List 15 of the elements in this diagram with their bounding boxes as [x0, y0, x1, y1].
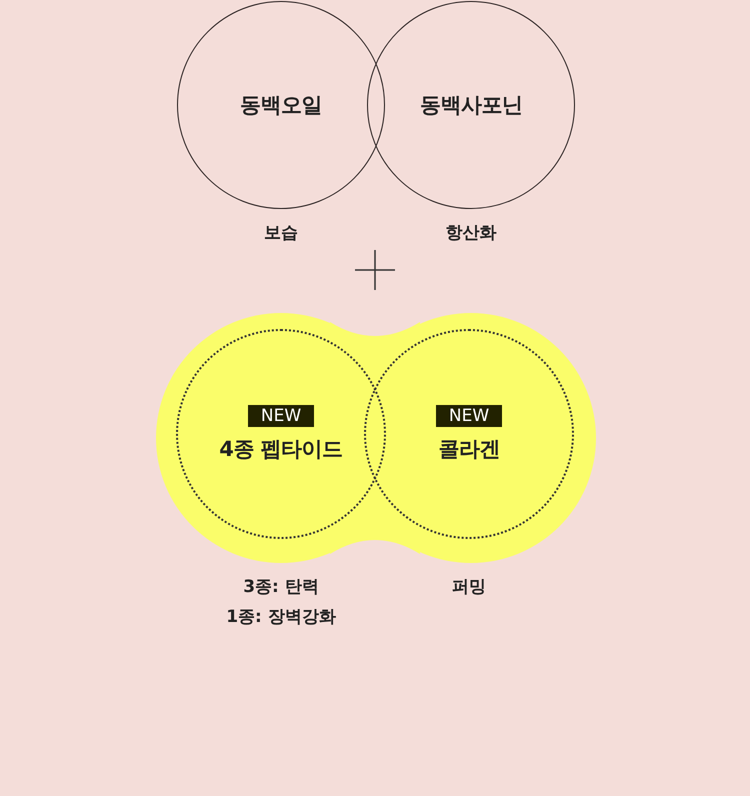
benefit-label: 보습 [264, 222, 298, 245]
node-title: 동백오일 [240, 92, 322, 119]
circle-outline [177, 1, 385, 209]
node-title: 동백사포닌 [420, 92, 522, 119]
new-badge: NEW [436, 405, 502, 427]
node-title: 4종 펩타이드 [219, 436, 343, 463]
benefit-label: 항산화 [446, 222, 496, 245]
node-title: 콜라겐 [438, 436, 500, 463]
benefit-label: 3종: 탄력 [243, 576, 319, 599]
dotted-circle [364, 329, 574, 539]
benefit-label: 퍼밍 [452, 576, 486, 599]
benefit-label: 1종: 장벽강화 [226, 606, 336, 629]
new-badge: NEW [248, 405, 314, 427]
dotted-circle [176, 329, 386, 539]
circle-outline [367, 1, 575, 209]
